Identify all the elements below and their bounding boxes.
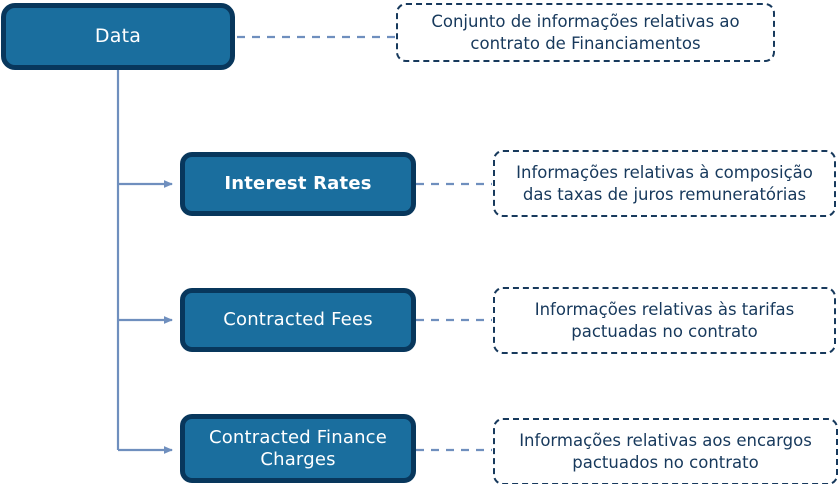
node-contracted-finance-charges-label: Contracted Finance Charges — [208, 427, 388, 470]
note-contracted-fees: Informações relativas às tarifas pactuad… — [493, 287, 836, 354]
note-contracted-fees-text: Informações relativas às tarifas pactuad… — [534, 300, 795, 341]
note-data: Conjunto de informações relativas ao con… — [396, 3, 775, 62]
node-contracted-fees-label: Contracted Fees — [223, 309, 373, 331]
note-interest-rates: Informações relativas à composição das t… — [493, 150, 836, 217]
node-data-label: Data — [94, 25, 142, 48]
node-interest-rates-label: Interest Rates — [224, 173, 372, 195]
note-interest-rates-text: Informações relativas à composição das t… — [516, 163, 813, 204]
node-interest-rates[interactable]: Interest Rates — [180, 152, 416, 216]
node-data[interactable]: Data — [1, 3, 235, 70]
note-contracted-finance-charges-text: Informações relativas aos encargos pactu… — [519, 431, 812, 472]
note-data-text: Conjunto de informações relativas ao con… — [431, 12, 740, 53]
node-contracted-finance-charges[interactable]: Contracted Finance Charges — [180, 414, 416, 483]
node-contracted-fees[interactable]: Contracted Fees — [180, 288, 416, 352]
note-contracted-finance-charges: Informações relativas aos encargos pactu… — [493, 418, 838, 484]
